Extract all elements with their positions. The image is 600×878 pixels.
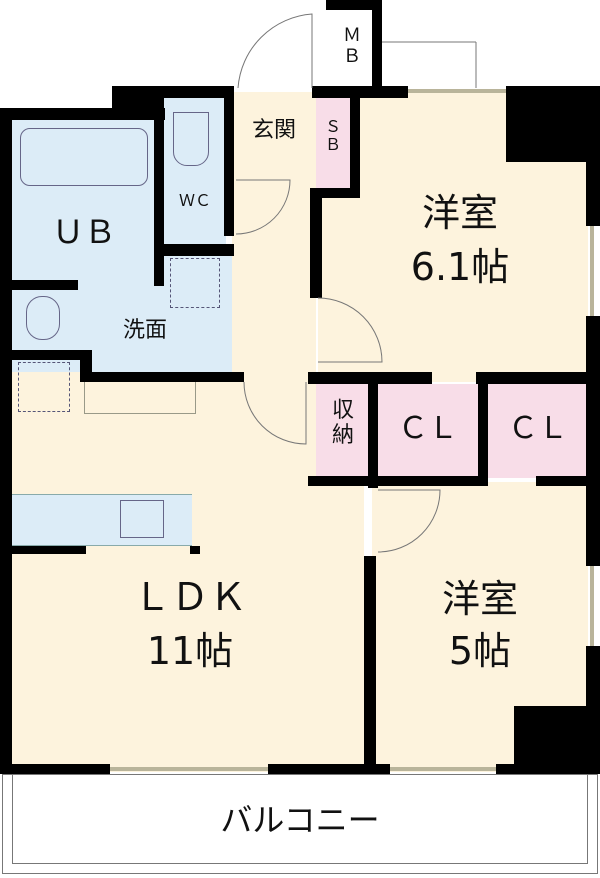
wall <box>160 244 234 256</box>
balcony-outline <box>2 774 598 874</box>
wall <box>80 372 244 382</box>
toilet-icon <box>173 112 209 166</box>
closet-2-area <box>486 384 588 478</box>
wall <box>368 384 378 488</box>
wall <box>364 556 376 774</box>
wall <box>536 476 600 486</box>
room-label-unit-bath: ＵＢ <box>51 213 116 251</box>
window <box>110 767 268 771</box>
wall <box>312 86 408 98</box>
wall <box>0 108 12 774</box>
balcony-inner <box>12 774 588 864</box>
wall <box>224 96 234 236</box>
room-label-western-1: 洋室 <box>421 191 498 235</box>
room-size-ldk: 11帖 <box>146 629 234 673</box>
counter-outline <box>84 382 196 414</box>
unit-bath-area <box>12 118 154 280</box>
wall <box>350 96 360 196</box>
wall <box>190 546 200 554</box>
wall <box>478 384 488 478</box>
room-label-entrance: 玄関 <box>251 118 296 143</box>
wall <box>476 372 600 384</box>
room-label-storage: 収 納 <box>331 398 354 449</box>
room-size-western-2: 5帖 <box>448 629 512 673</box>
window <box>390 767 496 771</box>
wall <box>0 764 110 774</box>
room-label-ldk: ＬＤＫ <box>132 575 247 619</box>
wall <box>12 546 86 554</box>
hallway-area <box>232 92 316 382</box>
room-label-toilet: ＷＣ <box>178 191 211 210</box>
room-label-washroom: 洗面 <box>122 318 167 343</box>
sink-icon <box>26 296 60 340</box>
fridge-space-icon <box>18 362 70 412</box>
closet-1-area <box>376 384 480 478</box>
pillar <box>514 706 600 774</box>
room-label-shoe-box: Ｓ Ｂ <box>324 117 341 155</box>
wall <box>372 0 382 96</box>
window <box>408 89 506 93</box>
window <box>590 226 594 316</box>
stove-icon <box>120 500 164 538</box>
shoe-box-area <box>316 96 350 190</box>
washing-machine-space-icon <box>170 258 220 308</box>
storage-area <box>316 384 370 478</box>
ldk-area <box>12 372 364 772</box>
wall <box>586 86 600 226</box>
room-label-closet-2: ＣＬ <box>508 411 568 446</box>
wall <box>154 96 164 286</box>
wall <box>12 280 78 290</box>
room-label-western-2: 洋室 <box>441 577 518 621</box>
room-label-balcony: バルコニー <box>220 801 380 839</box>
wall <box>310 188 322 298</box>
room-label-meter-box: Ｍ Ｂ <box>343 25 361 67</box>
bathtub-icon <box>20 128 148 186</box>
room-size-western-1: 6.1帖 <box>410 245 510 289</box>
wall <box>12 350 92 360</box>
wall <box>496 764 600 774</box>
wall <box>308 372 432 384</box>
wall <box>326 0 382 10</box>
wall <box>310 188 360 198</box>
wall <box>308 476 488 486</box>
room-label-closet-1: ＣＬ <box>398 411 458 446</box>
pillar <box>506 86 600 162</box>
window <box>590 566 594 646</box>
wall <box>268 764 390 774</box>
